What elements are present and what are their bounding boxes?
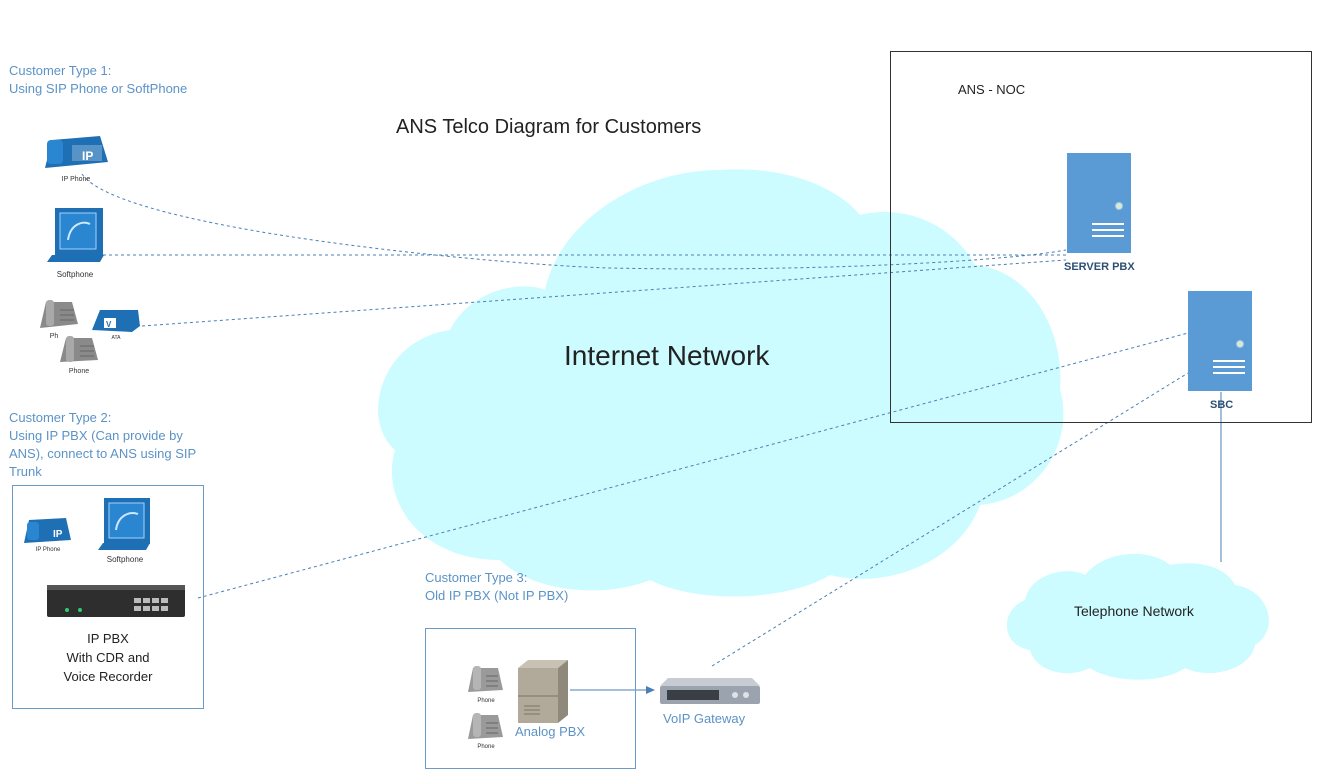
telephone-network-label: Telephone Network	[1074, 603, 1194, 619]
link-ippbx-sbc	[197, 332, 1189, 599]
c1-ata-label: ATA	[111, 335, 121, 341]
customer2-heading: Customer Type 2: Using IP PBX (Can provi…	[9, 409, 219, 481]
c1-softphone-label: Softphone	[56, 270, 94, 279]
analog-phone-icon	[40, 300, 78, 328]
customer2-heading-line1: Customer Type 2:	[9, 410, 112, 425]
server-pbx-label: SERVER PBX	[1064, 261, 1135, 273]
svg-text:IP: IP	[82, 149, 93, 163]
softphone-small-icon	[98, 498, 150, 550]
analog-pbx-label: Analog PBX	[515, 724, 586, 739]
c1-ph-label: Ph	[49, 333, 59, 340]
internet-network-label: Internet Network	[564, 340, 770, 371]
c2-softphone-label: Softphone	[106, 555, 144, 564]
noc-container	[890, 51, 1312, 423]
voip-gateway-icon	[660, 678, 760, 704]
c1-phone-label: Phone	[68, 368, 90, 375]
voip-gateway-label: VoIP Gateway	[663, 711, 746, 726]
customer2-heading-line3: ANS), connect to ANS using SIP	[9, 446, 197, 461]
diagram-title: ANS Telco Diagram for Customers	[396, 116, 702, 138]
customer1-heading-line1: Customer Type 1:	[9, 63, 112, 78]
ip-phone-icon: IP	[45, 136, 108, 168]
ip-pbx-label-line2: With CDR and	[66, 650, 150, 665]
c1-ip-phone-label: IP Phone	[61, 176, 91, 183]
c2-ip-phone-label: IP Phone	[35, 547, 61, 553]
ip-pbx-label-line3: Voice Recorder	[63, 669, 153, 684]
internet-cloud	[378, 169, 1064, 597]
customer2-heading-line4: Trunk	[9, 464, 42, 479]
sbc-label: SBC	[1210, 399, 1234, 411]
svg-text:V: V	[106, 320, 112, 329]
ip-pbx-label-line1: IP PBX	[87, 631, 129, 646]
customer1-heading: Customer Type 1: Using SIP Phone or Soft…	[9, 62, 187, 98]
c3-phone2-label: Phone	[477, 744, 495, 750]
phone-icon-2	[468, 713, 503, 739]
noc-label: ANS - NOC	[958, 82, 1026, 97]
sbc-server-icon	[1188, 291, 1252, 391]
analog-pbx-icon	[518, 660, 568, 723]
link-ipphone-server	[81, 173, 1067, 270]
customer2-container	[12, 485, 204, 709]
phone-icon-1	[468, 666, 503, 692]
telephone-cloud	[1006, 553, 1269, 680]
ip-pbx-device-icon	[47, 585, 185, 617]
customer3-heading: Customer Type 3: Old IP PBX (Not IP PBX)	[425, 569, 568, 605]
customer2-heading-line2: Using IP PBX (Can provide by	[9, 428, 183, 443]
ip-pbx-label: IP PBX With CDR and Voice Recorder	[46, 629, 170, 686]
customer1-heading-line2: Using SIP Phone or SoftPhone	[9, 81, 188, 96]
customer3-container	[425, 628, 636, 769]
analog-phone-icon-2	[60, 336, 98, 362]
server-pbx-icon	[1067, 153, 1131, 253]
ata-icon: V	[92, 310, 140, 332]
softphone-icon	[47, 208, 104, 262]
svg-text:IP: IP	[53, 529, 63, 540]
ip-phone-small-icon: IP	[24, 518, 71, 543]
customer3-heading-line1: Customer Type 3:	[425, 570, 528, 585]
c3-phone1-label: Phone	[477, 698, 495, 704]
link-ata-server	[141, 259, 1067, 327]
customer3-heading-line2: Old IP PBX (Not IP PBX)	[425, 588, 569, 603]
